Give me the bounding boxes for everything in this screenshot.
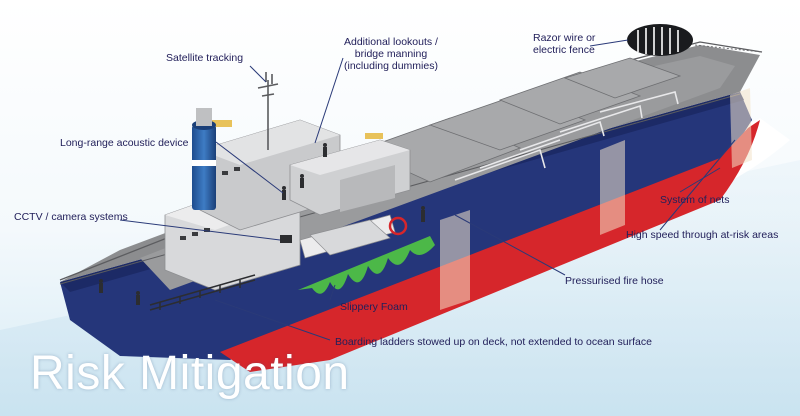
- stowed-ladders: [149, 274, 256, 311]
- label-lookouts-line1: Additional lookouts /: [344, 36, 438, 48]
- label-razor-line2: electric fence: [533, 44, 595, 56]
- fire-hose-reel: [388, 216, 408, 236]
- mast: [257, 72, 279, 150]
- label-slippery-foam: Slippery Foam: [340, 301, 408, 313]
- gangway-platform: [309, 219, 391, 256]
- label-high-speed: High speed through at-risk areas: [626, 229, 779, 241]
- label-fire-hose: Pressurised fire hose: [565, 275, 664, 287]
- label-razor-line1: Razor wire or: [533, 32, 596, 44]
- label-system-of-nets: System of nets: [660, 194, 730, 206]
- label-acoustic-device: Long-range acoustic device: [60, 137, 189, 149]
- page-title: Risk Mitigation: [30, 347, 350, 400]
- label-cctv: CCTV / camera systems: [14, 211, 128, 223]
- hull-red: [220, 120, 760, 372]
- cctv-camera: [280, 235, 292, 243]
- superstructure: [164, 119, 411, 291]
- hatch-covers: [358, 57, 682, 183]
- razor-wire-fence: [627, 24, 763, 56]
- label-lookouts: Additional lookouts / bridge manning (in…: [344, 36, 438, 72]
- label-razor-wire: Razor wire or electric fence: [533, 32, 595, 56]
- nets: [440, 88, 752, 310]
- label-satellite-tracking: Satellite tracking: [166, 52, 244, 64]
- label-lookouts-line2: bridge manning: [354, 48, 428, 60]
- funnel: [192, 108, 216, 210]
- leader-lines: [119, 39, 736, 341]
- slippery-foam: [298, 236, 435, 294]
- deck-pipes: [454, 91, 679, 181]
- label-boarding-ladders: Boarding ladders stowed up on deck, not …: [335, 336, 652, 348]
- crew-figures: [99, 143, 425, 305]
- label-lookouts-line3: (including dummies): [344, 60, 438, 72]
